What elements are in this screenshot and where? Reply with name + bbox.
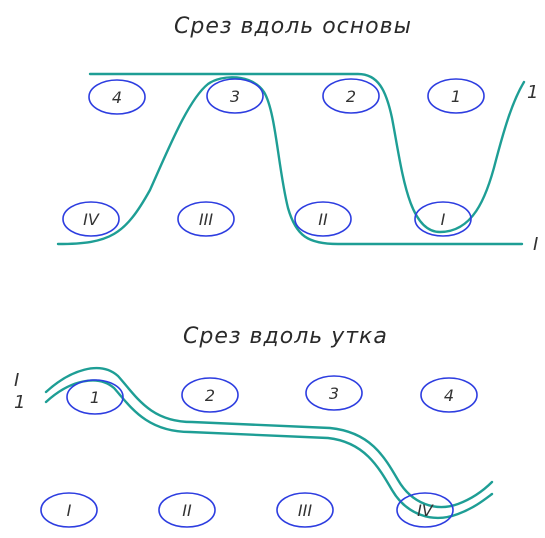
- thread-circle: [305, 375, 363, 411]
- thread-label: III: [298, 501, 312, 520]
- warp-yarn-upper: [88, 72, 526, 234]
- weft-bottom-row: I II III IV: [40, 492, 454, 528]
- weft-thread-i: I: [40, 492, 98, 528]
- thread-circle: [276, 492, 334, 528]
- thread-label: III: [199, 210, 213, 229]
- warp-thread-i: I: [414, 201, 472, 237]
- thread-label: II: [182, 501, 192, 520]
- weft-side-label-top: I: [14, 370, 19, 391]
- thread-circle: [177, 201, 235, 237]
- weft-side-label-bottom: 1: [14, 392, 25, 413]
- thread-circle: [396, 492, 454, 528]
- warp-thread-2: 2: [322, 78, 380, 114]
- thread-circle: [88, 79, 146, 115]
- warp-thread-1: 1: [427, 78, 485, 114]
- thread-label: II: [318, 210, 328, 229]
- thread-circle: [414, 201, 472, 237]
- warp-thread-iii: III: [177, 201, 235, 237]
- warp-thread-iv: IV: [62, 201, 120, 237]
- weft-yarn-upper: [44, 367, 494, 509]
- thread-label: I: [67, 501, 72, 520]
- warp-section-title: Срез вдоль основы: [174, 14, 412, 39]
- thread-label: 3: [329, 384, 339, 403]
- thread-circle: [294, 201, 352, 237]
- thread-label: I: [441, 210, 446, 229]
- thread-circle: [66, 379, 124, 415]
- warp-side-label-bottom: I: [533, 234, 538, 255]
- weft-yarn-lower: [44, 379, 494, 519]
- warp-thread-3: 3: [206, 78, 264, 114]
- weft-thread-4: 4: [420, 377, 478, 413]
- thread-circle: [322, 78, 380, 114]
- thread-label: 1: [90, 388, 100, 407]
- weft-top-row: 1 2 3 4: [66, 375, 478, 415]
- warp-section: Срез вдоль основы 4 3 2 1: [56, 14, 538, 255]
- thread-circle: [40, 492, 98, 528]
- warp-thread-ii: II: [294, 201, 352, 237]
- weft-thread-iii: III: [276, 492, 334, 528]
- weft-thread-1: 1: [66, 379, 124, 415]
- warp-side-label-top: 1: [527, 82, 538, 103]
- warp-top-row: 4 3 2 1: [88, 78, 485, 115]
- thread-label: IV: [83, 210, 100, 229]
- thread-label: 4: [444, 386, 454, 405]
- thread-circle: [62, 201, 120, 237]
- weft-thread-2: 2: [181, 377, 239, 413]
- thread-circle: [420, 377, 478, 413]
- thread-label: 1: [451, 87, 461, 106]
- thread-label: 3: [230, 87, 240, 106]
- weft-section: Срез вдоль утка 1 2 3 4: [14, 324, 494, 528]
- thread-circle: [206, 78, 264, 114]
- weft-section-title: Срез вдоль утка: [183, 324, 388, 349]
- thread-circle: [158, 492, 216, 528]
- thread-label: 2: [346, 87, 356, 106]
- warp-thread-4: 4: [88, 79, 146, 115]
- thread-label: 4: [112, 88, 122, 107]
- weft-thread-3: 3: [305, 375, 363, 411]
- weft-thread-ii: II: [158, 492, 216, 528]
- warp-bottom-row: IV III II I: [62, 201, 472, 237]
- thread-circle: [427, 78, 485, 114]
- thread-circle: [181, 377, 239, 413]
- weft-thread-iv: IV: [396, 492, 454, 528]
- thread-label: IV: [417, 501, 434, 520]
- warp-yarn-lower: [56, 76, 524, 246]
- thread-label: 2: [205, 386, 215, 405]
